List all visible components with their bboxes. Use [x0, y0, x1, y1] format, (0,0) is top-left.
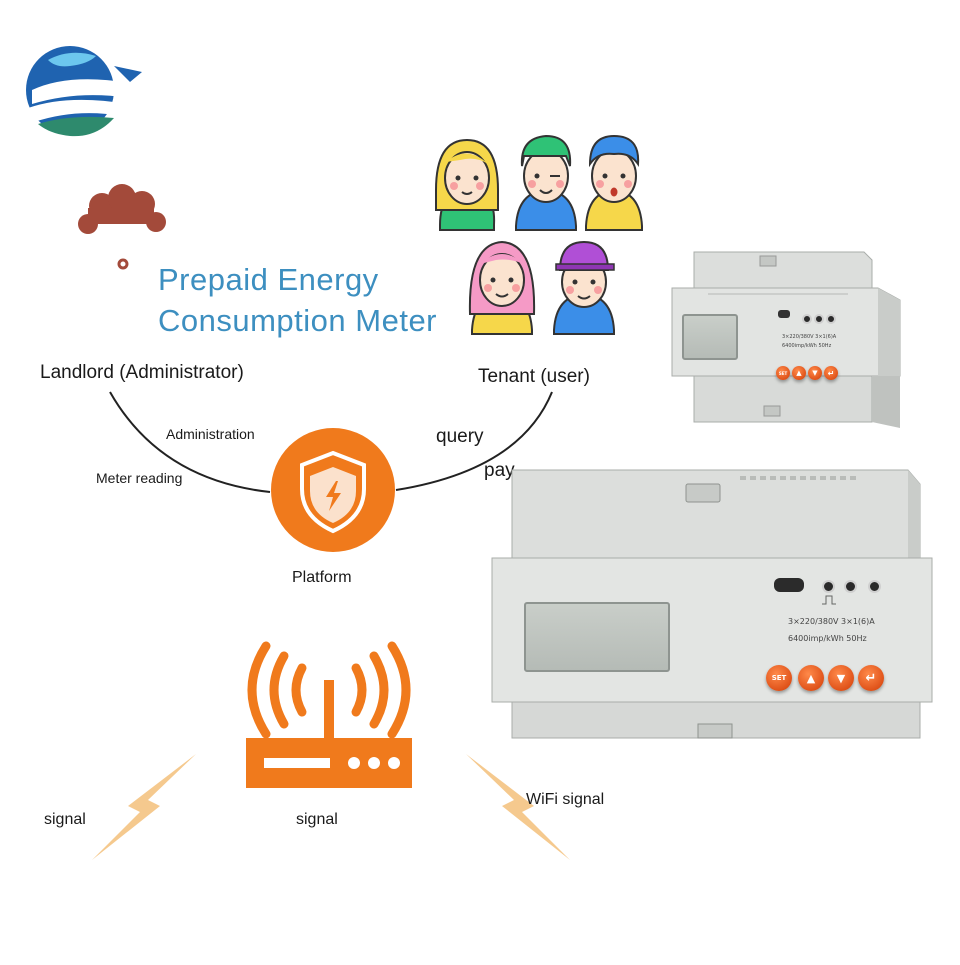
cloud-icon: [72, 182, 172, 272]
meter-spec-2: 6400imp/kWh 50Hz: [788, 634, 867, 643]
meter-down-button[interactable]: ▼: [808, 366, 822, 380]
signal-center-label: signal: [296, 811, 338, 828]
platform-node: [268, 425, 398, 555]
meter-led: [822, 580, 835, 593]
meter-led: [868, 580, 881, 593]
meter-set-button[interactable]: SET: [776, 366, 790, 380]
meter-reading-label: Meter reading: [96, 470, 183, 486]
router-icon: [236, 638, 422, 796]
meter-up-button[interactable]: ▲: [798, 665, 824, 691]
title-line-2: Consumption Meter: [158, 303, 438, 338]
meter-set-button[interactable]: SET: [766, 665, 792, 691]
tenant-label: Tenant (user): [478, 366, 590, 387]
avatar-icon: [553, 240, 615, 335]
avatar-group: [430, 130, 650, 335]
wifi-signal-label: WiFi signal: [526, 791, 605, 808]
meter-led: [814, 314, 824, 324]
meter-spec-1: 3×220/380V 3×1(6)A: [782, 334, 837, 340]
brand-logo: [18, 38, 143, 143]
meter-enter-button[interactable]: ↵: [824, 366, 838, 380]
energy-meter-small: 3×220/380V 3×1(6)A 6400imp/kWh 50Hz SET …: [668, 250, 904, 432]
pay-label: pay: [484, 460, 515, 481]
meter-spec-2: 6400imp/kWh 50Hz: [782, 343, 832, 349]
avatar-icon: [515, 134, 577, 231]
lightning-icon: [88, 752, 200, 862]
platform-label: Platform: [292, 569, 352, 586]
avatar-icon: [585, 134, 643, 231]
logo-icon: [26, 46, 142, 137]
meter-enter-button[interactable]: ↵: [858, 665, 884, 691]
query-label: query: [436, 426, 484, 447]
avatar-icon: [468, 240, 536, 335]
signal-left-label: signal: [44, 811, 86, 828]
administration-label: Administration: [166, 426, 255, 442]
avatar-icon: [435, 138, 499, 231]
meter-led: [844, 580, 857, 593]
meter-up-button[interactable]: ▲: [792, 366, 806, 380]
title-line-1: Prepaid Energy: [158, 262, 379, 297]
lightning-icon: [462, 752, 574, 862]
meter-spec-1: 3×220/380V 3×1(6)A: [788, 617, 875, 626]
meter-down-button[interactable]: ▼: [828, 665, 854, 691]
meter-led: [802, 314, 812, 324]
meter-led: [826, 314, 836, 324]
shield-flame-icon: [271, 428, 395, 552]
meter-display: [682, 314, 738, 360]
energy-meter-large: 3×220/380V 3×1(6)A 6400imp/kWh 50Hz SET …: [488, 462, 934, 742]
meter-display: [524, 602, 670, 672]
landlord-label: Landlord (Administrator): [40, 362, 244, 383]
